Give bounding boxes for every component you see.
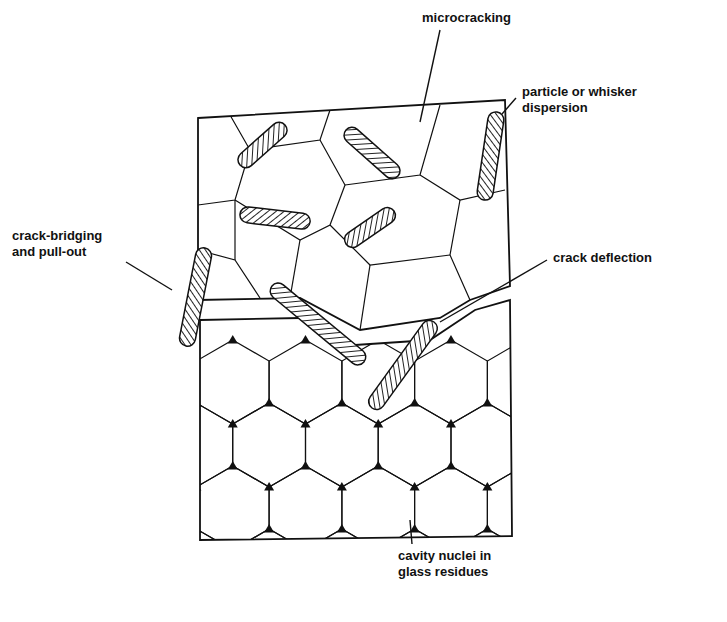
- glass-pocket: [373, 461, 383, 470]
- grain-boundary: [360, 265, 370, 330]
- glass-pocket: [155, 335, 165, 344]
- glass-pocket: [228, 461, 238, 470]
- glass-pocket: [264, 398, 274, 407]
- glass-pocket: [300, 461, 310, 470]
- glass-pocket: [191, 608, 201, 617]
- glass-pocket: [155, 545, 165, 554]
- whiskers: [178, 111, 505, 413]
- callout-label: cavity nuclei in glass residues: [396, 548, 496, 580]
- glass-pocket: [155, 461, 165, 470]
- grain-boundary: [160, 403, 233, 487]
- grain-boundary: [450, 200, 470, 300]
- leader-line: [440, 260, 547, 322]
- grain-boundary: [233, 403, 306, 487]
- glass-pocket: [300, 545, 310, 554]
- glass-pocket: [519, 461, 529, 470]
- grain-boundary: [451, 403, 524, 487]
- glass-pocket: [410, 398, 420, 407]
- glass-pocket: [482, 608, 492, 617]
- callout-label: crack-bridging and pull-out: [10, 228, 107, 260]
- leader-line: [420, 30, 440, 122]
- glass-pocket: [410, 608, 420, 617]
- glass-pocket: [155, 419, 165, 428]
- grain-boundary: [196, 340, 269, 424]
- glass-pocket: [337, 398, 347, 407]
- grain-boundary: [378, 403, 451, 487]
- callout-label: microcracking: [420, 10, 513, 26]
- whisker: [235, 119, 291, 171]
- upper-block-outline: [198, 100, 510, 330]
- callout-label: particle or whisker dispersion: [520, 84, 644, 116]
- whisker: [267, 280, 369, 368]
- lower-block-outline: [200, 300, 512, 540]
- grain-boundary: [196, 466, 269, 550]
- glass-pocket: [519, 335, 529, 344]
- glass-pocket: [373, 335, 383, 344]
- whisker: [239, 206, 311, 230]
- glass-pocket: [482, 524, 492, 533]
- lower-grains: [124, 335, 560, 617]
- grain-boundary: [290, 240, 300, 298]
- glass-pocket: [373, 545, 383, 554]
- glass-pocket: [228, 335, 238, 344]
- grain-boundary: [269, 466, 342, 550]
- whisker: [341, 204, 398, 250]
- glass-pocket: [519, 545, 529, 554]
- glass-pocket: [446, 461, 456, 470]
- glass-pocket: [228, 545, 238, 554]
- glass-pocket: [519, 419, 529, 428]
- upper-grains: [198, 105, 505, 330]
- grain-boundary: [306, 403, 379, 487]
- grain-boundary: [234, 200, 235, 260]
- grain-boundary: [269, 340, 342, 424]
- grain-boundary: [487, 340, 560, 424]
- callout-label: crack deflection: [551, 250, 654, 266]
- leader-line: [126, 262, 172, 290]
- leader-line: [502, 98, 516, 114]
- glass-pocket: [337, 524, 347, 533]
- glass-pocket: [264, 608, 274, 617]
- grain-boundary: [306, 529, 379, 613]
- grain-boundary: [124, 466, 197, 550]
- glass-pocket: [446, 335, 456, 344]
- whisker: [366, 317, 441, 412]
- leader-line: [410, 520, 412, 544]
- whisker: [178, 246, 213, 347]
- grain-boundary: [487, 466, 560, 550]
- whisker: [341, 124, 404, 182]
- glass-pocket: [337, 608, 347, 617]
- grain-boundary: [415, 340, 488, 424]
- grain-boundary: [233, 529, 306, 613]
- glass-pocket: [482, 398, 492, 407]
- leader-lines: [126, 30, 547, 544]
- whisker: [476, 111, 505, 201]
- glass-pocket: [300, 335, 310, 344]
- grain-boundary: [124, 340, 197, 424]
- glass-pocket: [264, 524, 274, 533]
- grain-boundary: [160, 529, 233, 613]
